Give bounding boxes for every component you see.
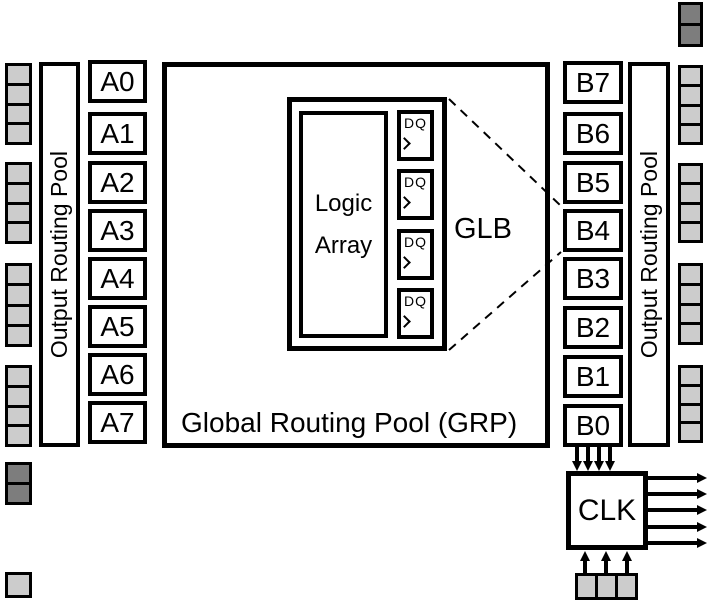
io-pad	[681, 305, 700, 323]
io-pad	[681, 405, 700, 422]
glb-block-a1: A1	[88, 112, 147, 155]
glb-block-a4: A4	[88, 257, 147, 300]
io-pad	[8, 575, 29, 595]
clock-triangle-icon	[398, 315, 411, 328]
output-routing-pool-left: Output Routing Pool	[39, 62, 80, 447]
io-pad	[8, 224, 29, 241]
io-pad	[8, 485, 29, 502]
glb-block-b6: B6	[563, 112, 623, 155]
glb-block-b5: B5	[563, 161, 623, 204]
glb-block-b1: B1	[563, 355, 623, 398]
glb-block-a3: A3	[88, 209, 147, 252]
io-pad	[618, 576, 635, 597]
glb-block-b3: B3	[563, 257, 623, 300]
io-pad	[8, 266, 29, 284]
output-routing-pool-right-label: Output Routing Pool	[635, 150, 662, 359]
io-pad	[681, 223, 700, 240]
io-pad-group-dark	[678, 2, 703, 47]
glb-label: GLB	[454, 213, 513, 245]
io-pad	[8, 465, 29, 482]
logic-array-box: Logic Array	[299, 111, 388, 338]
io-pad	[8, 407, 29, 425]
io-pad	[681, 204, 700, 221]
glb-block-b0: B0	[563, 404, 623, 447]
io-pad	[8, 427, 29, 444]
ff-d-label: D	[404, 234, 415, 250]
io-pad	[681, 68, 700, 85]
io-pad-group	[5, 365, 32, 447]
io-pad	[681, 26, 700, 44]
io-pad	[578, 576, 595, 597]
glb-block-a5: A5	[88, 305, 147, 348]
glb-block-a7: A7	[88, 401, 147, 444]
io-pad-group	[678, 163, 703, 243]
io-pad	[681, 386, 700, 403]
output-routing-pool-left-label: Output Routing Pool	[46, 150, 72, 359]
io-pad	[681, 266, 700, 283]
ff-q-label: Q	[415, 234, 426, 250]
io-pad	[8, 125, 29, 142]
io-pad	[8, 85, 29, 103]
io-pad	[8, 368, 29, 385]
io-pad-group	[678, 365, 703, 443]
io-pad	[681, 166, 700, 183]
io-pad	[8, 184, 29, 202]
ff-d-label: D	[404, 115, 415, 131]
clk-label: CLK	[577, 493, 637, 527]
io-pad	[8, 204, 29, 222]
io-pad-group-dark	[5, 462, 32, 505]
io-pad	[8, 105, 29, 123]
ff-q-label: Q	[415, 174, 426, 190]
glb-block-a2: A2	[88, 161, 147, 204]
output-routing-pool-right: Output Routing Pool	[628, 62, 670, 447]
io-pad-group	[678, 263, 703, 345]
io-pad	[8, 326, 29, 344]
glb-block-b4: B4	[563, 209, 623, 252]
io-pad	[681, 424, 700, 440]
io-pad	[8, 165, 29, 182]
clock-triangle-icon	[398, 256, 411, 269]
io-pad-group	[678, 65, 703, 145]
clk-box: CLK	[566, 471, 648, 550]
glb-block-a0: A0	[88, 60, 147, 103]
io-pad	[8, 387, 29, 405]
io-pad-group	[5, 162, 32, 244]
io-pad	[8, 66, 29, 83]
glb-block-a6: A6	[88, 353, 147, 396]
clock-triangle-icon	[398, 137, 411, 150]
ff-d-label: D	[404, 293, 415, 309]
logic-array-label-line2: Array	[314, 231, 373, 259]
grp-label: Global Routing Pool (GRP)	[181, 407, 518, 438]
ff-q-label: Q	[415, 293, 426, 309]
io-pad	[8, 306, 29, 324]
io-pad	[681, 285, 700, 303]
clock-pad-group	[575, 573, 638, 600]
io-pad	[681, 185, 700, 202]
glb-block-b7: B7	[563, 61, 623, 104]
io-pad-group	[5, 263, 32, 347]
io-pad	[681, 87, 700, 104]
io-pad	[681, 125, 700, 142]
io-pad	[681, 325, 700, 342]
clock-triangle-icon	[398, 196, 411, 209]
ff-d-label: D	[404, 174, 415, 190]
glb-block-b2: B2	[563, 306, 623, 349]
io-pad	[8, 286, 29, 304]
io-pad	[598, 576, 615, 597]
logic-array-label-line1: Logic	[314, 189, 373, 217]
io-pad-single	[5, 572, 32, 598]
io-pad	[681, 5, 700, 23]
io-pad	[681, 368, 700, 384]
io-pad-group	[5, 63, 32, 145]
io-pad	[681, 106, 700, 123]
ff-q-label: Q	[415, 115, 426, 131]
